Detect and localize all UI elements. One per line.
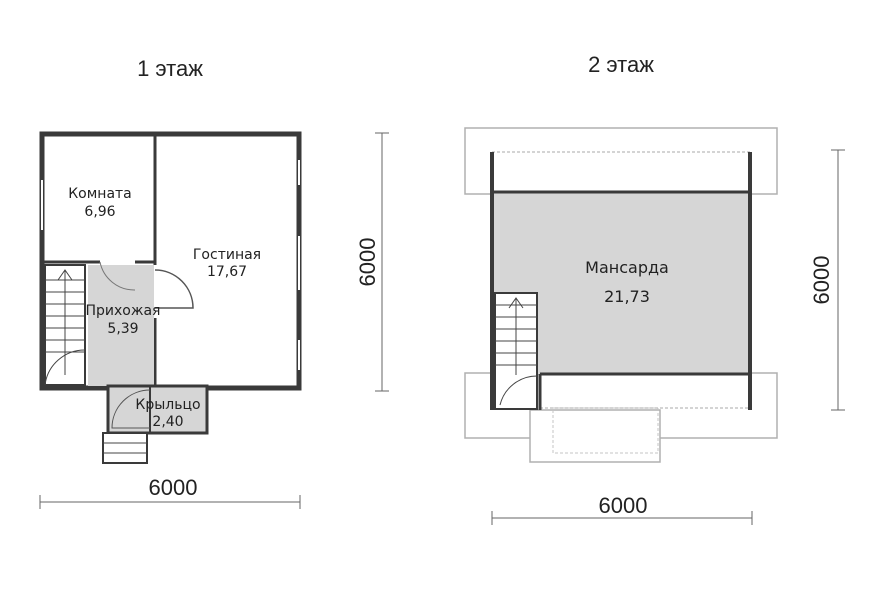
floor2-plan: Мансарда 21,73 6000 6000 xyxy=(464,127,845,525)
room-gostinaya-name: Гостиная xyxy=(193,247,261,263)
room-prikhozhaya-name: Прихожая xyxy=(86,303,161,319)
floor2-title: 2 этаж xyxy=(588,52,654,77)
room-komnata-name: Комната xyxy=(68,186,132,202)
floor1-width-label: 6000 xyxy=(149,475,198,500)
floor1-door-gostinaya xyxy=(154,269,194,309)
room-prikhozhaya-area: 5,39 xyxy=(107,321,138,337)
floor2-porch-roof xyxy=(529,409,661,463)
floor1-plan: Комната 6,96 Гостиная 17,67 Прихожая 5,3… xyxy=(39,131,389,509)
room-gostinaya-area: 17,67 xyxy=(207,264,247,280)
floor1-depth-label: 6000 xyxy=(355,238,380,287)
floor1-windows xyxy=(41,160,300,370)
floor1-width-dimension: 6000 xyxy=(39,475,301,509)
room-krylco-area: 2,40 xyxy=(152,414,183,430)
floor2-staircase xyxy=(494,292,538,410)
floor2-depth-dimension: 6000 xyxy=(809,149,845,411)
room-mansarda-name: Мансарда xyxy=(585,258,669,277)
floor1-depth-dimension: 6000 xyxy=(355,132,389,392)
floor2-depth-label: 6000 xyxy=(809,256,834,305)
room-krylco-name: Крыльцо xyxy=(135,397,200,413)
floor1-title: 1 этаж xyxy=(137,56,203,81)
room-mansarda-area: 21,73 xyxy=(604,287,650,306)
room-komnata-area: 6,96 xyxy=(84,204,115,220)
floor1-door-komnata xyxy=(99,261,136,291)
floor2-roof-top xyxy=(464,127,778,195)
floor2-width-dimension: 6000 xyxy=(491,493,753,525)
floor1-staircase xyxy=(44,264,86,386)
floor2-width-label: 6000 xyxy=(599,493,648,518)
floor1-hallway-fill xyxy=(88,265,154,386)
floor1-porch xyxy=(102,384,209,464)
